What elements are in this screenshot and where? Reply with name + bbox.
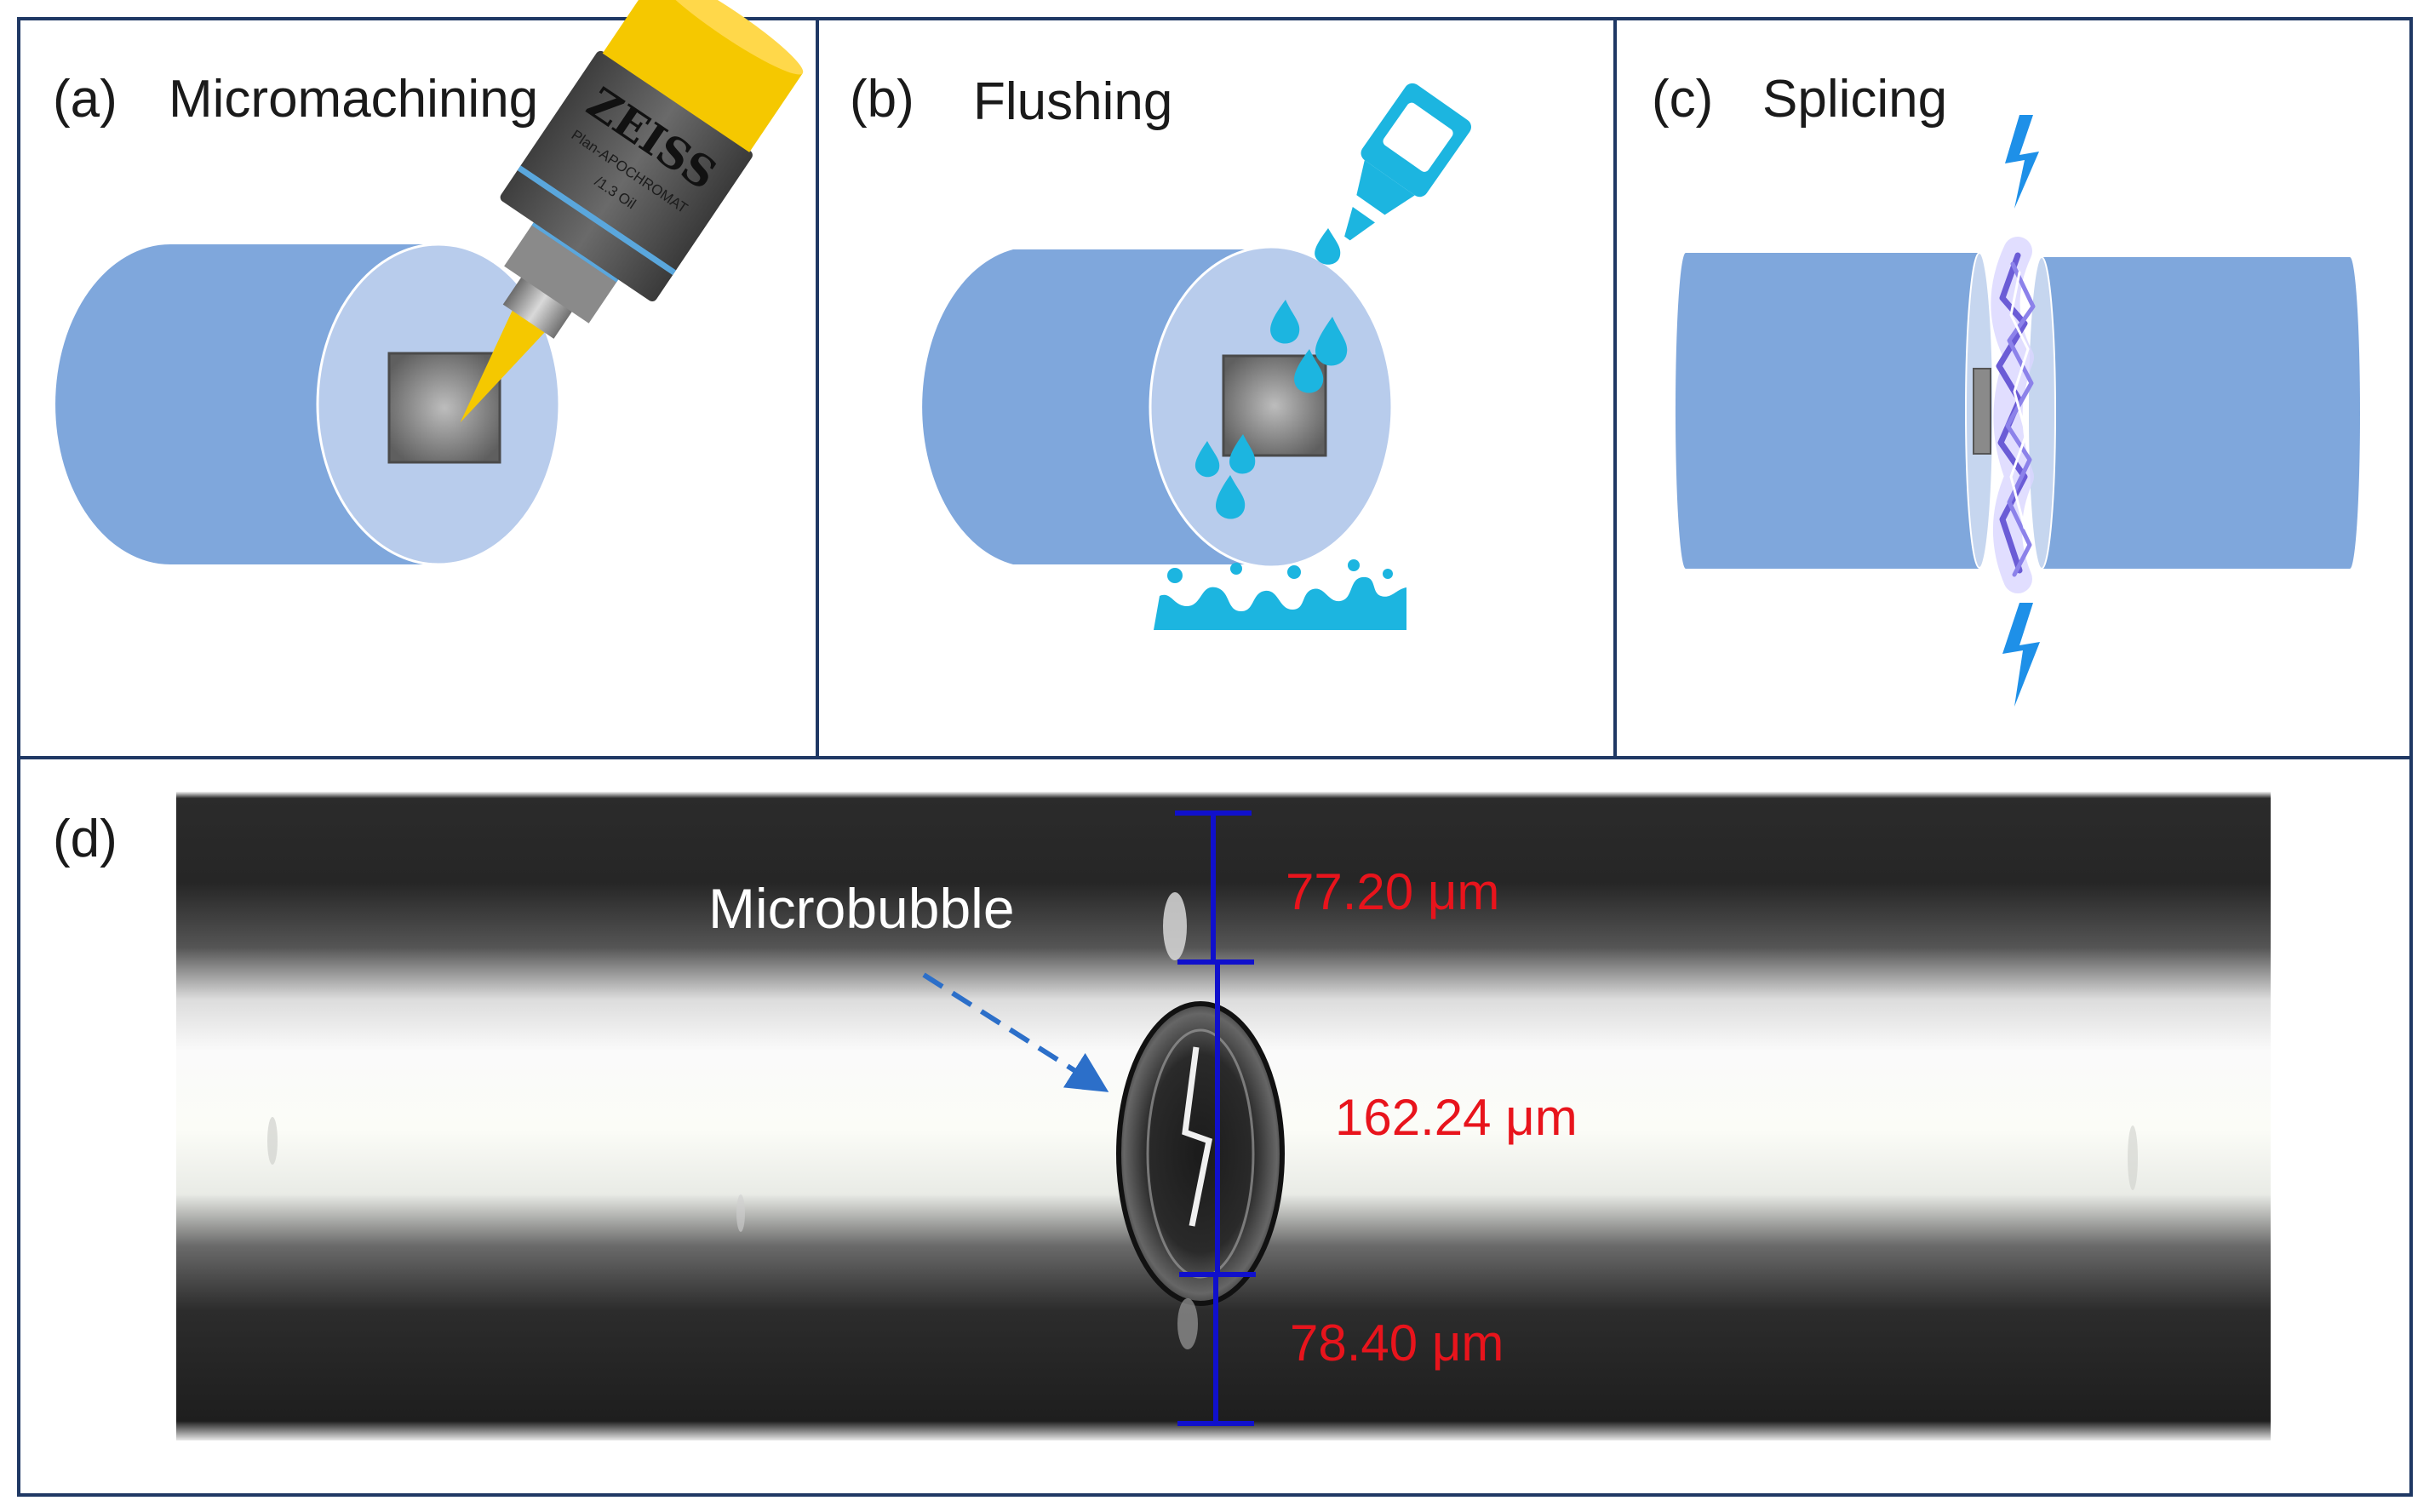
panel-a: (a) Micromachining ZEISS Plan-APOCHROMAT… <box>53 0 804 566</box>
objective-mid <box>504 220 620 324</box>
water-drop <box>1294 349 1324 393</box>
measurement-top-value: 77.20 μm <box>1286 863 1499 920</box>
panel-c-title: Splicing <box>1762 70 1947 129</box>
fiber-left-c <box>1675 253 1979 569</box>
objective-body <box>500 50 753 302</box>
objective-laser-tip <box>460 305 549 423</box>
panel-d: (d) Microbubble 77.20 μm 162.24 μm 78.40… <box>53 792 2271 1440</box>
splash-droplet <box>1348 559 1360 571</box>
objective-cap-top <box>655 0 804 75</box>
bubble-inner-highlight <box>1182 1046 1213 1227</box>
bottle-label <box>1383 102 1453 172</box>
panel-c-tag: (c) <box>1652 70 1713 129</box>
bottle-neck <box>1355 160 1415 217</box>
machined-hole-a <box>387 352 501 464</box>
lightning-bolt-bottom <box>2002 603 2040 707</box>
splash-puddle <box>1154 576 1406 630</box>
fiber-right-c <box>2042 257 2360 569</box>
water-splash <box>1154 559 1406 630</box>
panel-frames <box>17 17 2413 1497</box>
panel-a-title: Micromachining <box>169 70 538 129</box>
lightning-bolt-top <box>2005 115 2039 209</box>
measurement-middle-value: 162.24 μm <box>1335 1089 1578 1146</box>
panel-b-title: Flushing <box>973 72 1172 131</box>
bottle-ring <box>1348 194 1386 226</box>
water-drop <box>1216 475 1246 519</box>
microscope-objective: ZEISS Plan-APOCHROMAT /1.3 Oil <box>460 0 804 423</box>
splash-droplet <box>1383 569 1393 579</box>
bubble-outer <box>1116 1001 1285 1306</box>
water-drop <box>1270 300 1300 344</box>
splash-droplet <box>1230 563 1242 575</box>
arc-discharge <box>1991 237 2036 593</box>
panel-a-tag: (a) <box>53 70 117 129</box>
splash-droplet <box>1287 565 1301 579</box>
objective-blue-ring-lower <box>531 220 620 283</box>
micrograph-artifact <box>267 1117 278 1165</box>
water-drop <box>1315 317 1348 366</box>
water-drops <box>1194 228 1348 519</box>
panel-b: (b) Flushing <box>850 70 1471 630</box>
microbubble-label: Microbubble <box>708 877 1015 940</box>
measurement-bars <box>1175 810 1256 1426</box>
micrograph-artifact <box>736 1194 745 1232</box>
bottle-nozzle <box>1344 207 1375 241</box>
objective-nozzle <box>502 274 574 339</box>
arc-spark <box>2009 271 2030 530</box>
fiber-right-end-face <box>2027 256 2056 570</box>
measurement-bottom-value: 78.40 μm <box>1290 1314 1504 1372</box>
water-drop <box>1229 434 1256 474</box>
bubble-glint-top <box>1163 892 1187 960</box>
machined-hole-c <box>1973 368 1991 455</box>
arc-spark <box>2005 261 2036 577</box>
water-bottle <box>1344 83 1471 241</box>
objective-blue-ring-upper <box>517 165 676 276</box>
panel-c: (c) Splicing <box>1652 70 2360 707</box>
splash-droplet <box>1167 568 1183 583</box>
microbubble <box>1116 892 1285 1349</box>
objective-cap <box>602 0 803 152</box>
micrograph-artifact <box>2128 1125 2138 1190</box>
panel-b-tag: (b) <box>850 70 914 129</box>
panel-d-tag: (d) <box>53 810 117 868</box>
water-drop <box>1315 228 1341 265</box>
water-drop <box>1194 441 1220 478</box>
bubble-glint-bottom <box>1177 1298 1198 1349</box>
